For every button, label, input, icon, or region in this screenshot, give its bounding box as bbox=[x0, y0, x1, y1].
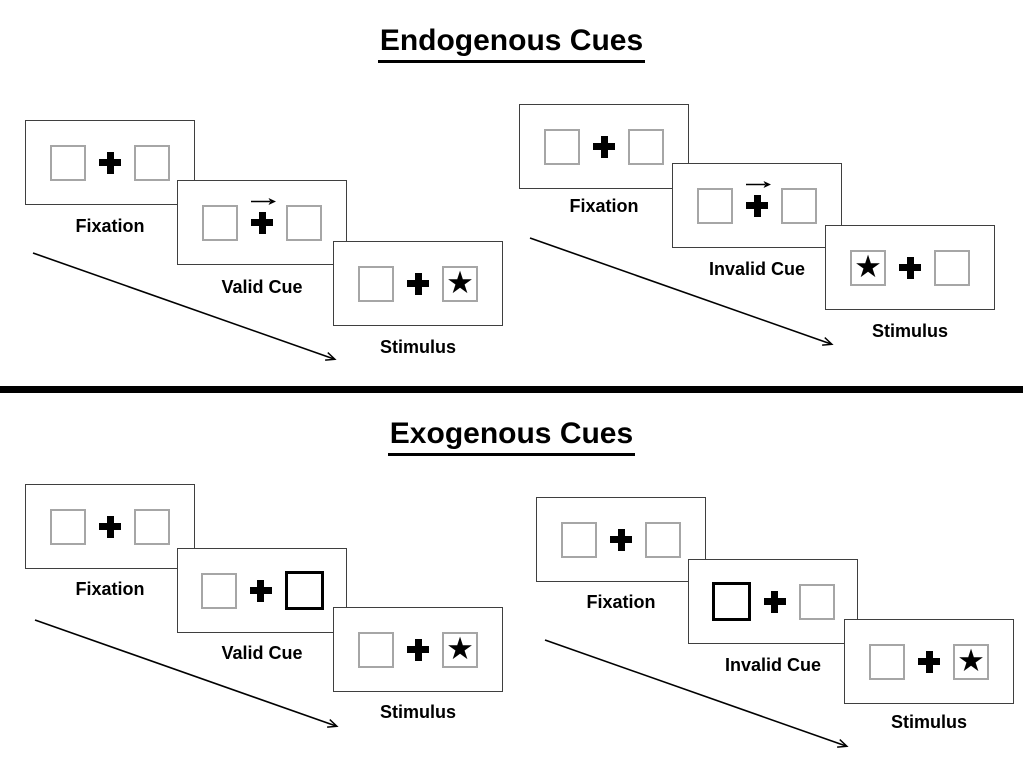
right-location-box: ★ bbox=[286, 204, 322, 241]
fixation-cross-icon bbox=[610, 528, 632, 551]
step-label-fixation: Fixation bbox=[569, 196, 639, 216]
left-location-box: ★ bbox=[561, 521, 597, 558]
fixation-cross-icon bbox=[746, 180, 771, 217]
fixation-cross-icon bbox=[249, 579, 272, 602]
timeline-arrow-icon bbox=[32, 252, 337, 361]
left-location-box: ★ bbox=[202, 204, 238, 241]
trial-panel-stimulus: ★ ★ bbox=[825, 225, 995, 310]
section-title-text: Exogenous Cues bbox=[387, 417, 636, 456]
section-divider bbox=[0, 386, 1023, 393]
trial-panel-fixation: ★ ★ bbox=[25, 120, 195, 205]
timeline-arrow-icon bbox=[544, 639, 849, 748]
right-location-box: ★ bbox=[134, 508, 170, 545]
left-location-box: ★ bbox=[697, 187, 733, 224]
left-location-box: ★ bbox=[200, 572, 237, 609]
fixation-cross-icon bbox=[99, 151, 121, 174]
right-location-box: ★ bbox=[781, 187, 817, 224]
step-label-fixation: Fixation bbox=[75, 216, 145, 236]
target-star-icon: ★ bbox=[957, 643, 985, 678]
step-label-cue: Valid Cue bbox=[221, 643, 303, 663]
cue-arrow-right-icon bbox=[746, 180, 771, 188]
step-label-fixation: Fixation bbox=[75, 579, 145, 599]
left-location-box: ★ bbox=[50, 508, 86, 545]
fixation-cross-icon bbox=[99, 515, 121, 538]
step-label-stimulus: Stimulus bbox=[871, 321, 948, 341]
right-location-box: ★ bbox=[442, 631, 478, 668]
step-label-cue: Valid Cue bbox=[221, 277, 303, 297]
trial-panel-cue: ★ ★ bbox=[688, 559, 858, 644]
left-location-box: ★ bbox=[869, 643, 905, 680]
trial-panel-stimulus: ★ ★ bbox=[333, 607, 503, 692]
right-location-box: ★ bbox=[442, 265, 478, 302]
step-label-stimulus: Stimulus bbox=[379, 337, 456, 357]
target-star-icon: ★ bbox=[446, 631, 474, 666]
fixation-cross-icon bbox=[918, 650, 940, 673]
trial-panel-stimulus: ★ ★ bbox=[333, 241, 503, 326]
step-label-cue: Invalid Cue bbox=[708, 259, 806, 279]
right-location-box: ★ bbox=[284, 571, 324, 610]
left-location-box: ★ bbox=[358, 265, 394, 302]
timeline-arrow-icon bbox=[529, 237, 834, 346]
fixation-cross-icon bbox=[407, 272, 429, 295]
right-location-box: ★ bbox=[134, 144, 170, 181]
fixation-cross-icon bbox=[899, 256, 921, 279]
left-location-box: ★ bbox=[544, 128, 580, 165]
right-location-box: ★ bbox=[798, 583, 835, 620]
section-title-text: Endogenous Cues bbox=[377, 24, 646, 63]
trial-panel-cue: ★ ★ bbox=[177, 180, 347, 265]
target-star-icon: ★ bbox=[854, 249, 882, 284]
step-label-fixation: Fixation bbox=[586, 592, 656, 612]
trial-panel-cue: ★ ★ bbox=[177, 548, 347, 633]
right-location-box: ★ bbox=[953, 643, 989, 680]
trial-panel-fixation: ★ ★ bbox=[519, 104, 689, 189]
left-location-box: ★ bbox=[850, 249, 886, 286]
trial-panel-fixation: ★ ★ bbox=[25, 484, 195, 569]
right-location-box: ★ bbox=[645, 521, 681, 558]
fixation-cross-icon bbox=[251, 197, 276, 234]
step-label-stimulus: Stimulus bbox=[890, 712, 967, 732]
step-label-stimulus: Stimulus bbox=[379, 702, 456, 722]
fixation-cross-icon bbox=[593, 135, 615, 158]
step-label-cue: Invalid Cue bbox=[724, 655, 822, 675]
right-location-box: ★ bbox=[628, 128, 664, 165]
left-location-box: ★ bbox=[711, 582, 751, 621]
target-star-icon: ★ bbox=[446, 265, 474, 300]
trial-panel-cue: ★ ★ bbox=[672, 163, 842, 248]
fixation-cross-icon bbox=[407, 638, 429, 661]
section-title-endogenous: Endogenous Cues bbox=[0, 24, 1023, 63]
trial-panel-fixation: ★ ★ bbox=[536, 497, 706, 582]
fixation-cross-icon bbox=[763, 590, 786, 613]
cue-arrow-right-icon bbox=[251, 197, 276, 205]
left-location-box: ★ bbox=[358, 631, 394, 668]
trial-panel-stimulus: ★ ★ bbox=[844, 619, 1014, 704]
section-title-exogenous: Exogenous Cues bbox=[0, 417, 1023, 456]
left-location-box: ★ bbox=[50, 144, 86, 181]
right-location-box: ★ bbox=[934, 249, 970, 286]
timeline-arrow-icon bbox=[34, 619, 339, 728]
